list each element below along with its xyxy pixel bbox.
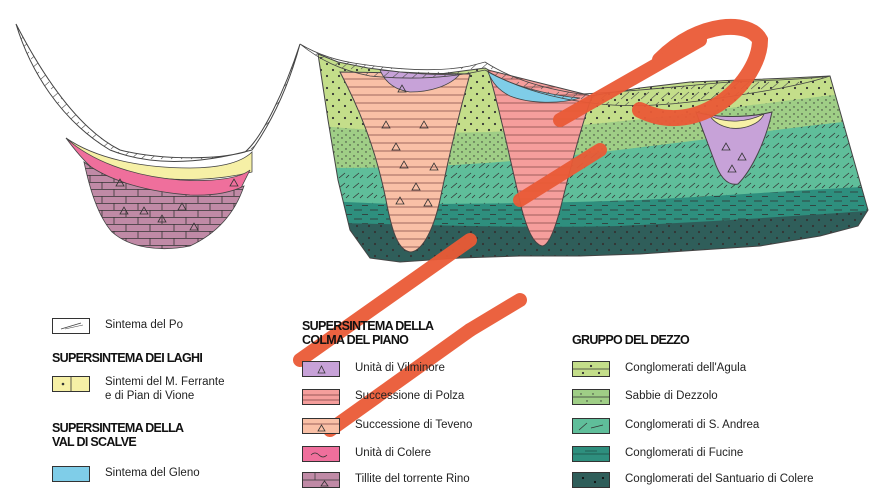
heading-scalve-2: VAL DI SCALVE — [52, 436, 136, 449]
legend-item-polza: Successione di Polza — [302, 389, 532, 407]
legend-item-po: Sintema del Po — [52, 318, 272, 336]
swatch-teveno — [302, 418, 340, 434]
label-agula: Conglomerati dell'Agula — [625, 362, 746, 375]
legend-item-vilminore: Unità di Vilminore — [302, 361, 532, 379]
legend-item-gleno: Sintema del Gleno — [52, 466, 272, 484]
label-gleno: Sintema del Gleno — [105, 467, 200, 480]
swatch-gleno — [52, 466, 90, 482]
label-rino: Tillite del torrente Rino — [355, 473, 470, 486]
legend-item-ferrante: Sintemi del M. Ferrante e di Pian di Vio… — [52, 376, 272, 408]
legend-item-dezzolo: Sabbie di Dezzolo — [572, 389, 872, 407]
label-po: Sintema del Po — [105, 319, 183, 332]
swatch-santuario — [572, 472, 610, 488]
label-santuario: Conglomerati del Santuario di Colere — [625, 473, 814, 486]
legend-item-fucine: Conglomerati di Fucine — [572, 446, 872, 464]
legend-item-andrea: Conglomerati di S. Andrea — [572, 418, 872, 436]
swatch-vilminore — [302, 361, 340, 377]
swatch-colere — [302, 446, 340, 462]
label-dezzolo: Sabbie di Dezzolo — [625, 390, 718, 403]
label-vilminore: Unità di Vilminore — [355, 362, 445, 375]
swatch-fucine — [572, 446, 610, 462]
label-polza: Successione di Polza — [355, 390, 464, 403]
legend-item-agula: Conglomerati dell'Agula — [572, 361, 872, 379]
label-andrea: Conglomerati di S. Andrea — [625, 419, 759, 432]
legend-item-rino: Tillite del torrente Rino — [302, 472, 532, 490]
swatch-po — [52, 318, 90, 334]
heading-dezzo: GRUPPO DEL DEZZO — [572, 334, 689, 347]
label-fucine: Conglomerati di Fucine — [625, 447, 743, 460]
legend-item-santuario: Conglomerati del Santuario di Colere — [572, 472, 872, 490]
swatch-dezzolo — [572, 389, 610, 405]
swatch-rino — [302, 472, 340, 488]
legend-item-teveno: Successione di Teveno — [302, 418, 532, 436]
legend-item-colere: Unità di Colere — [302, 446, 532, 464]
heading-laghi: SUPERSINTEMA DEI LAGHI — [52, 352, 202, 365]
swatch-agula — [572, 361, 610, 377]
heading-colma-1: SUPERSINTEMA DELLA — [302, 320, 433, 333]
swatch-ferrante — [52, 376, 90, 392]
label-colere: Unità di Colere — [355, 447, 431, 460]
label-ferrante-2: e di Pian di Vione — [105, 390, 194, 403]
heading-colma-2: COLMA DEL PIANO — [302, 334, 408, 347]
swatch-andrea — [572, 418, 610, 434]
left-basin — [16, 24, 300, 249]
heading-scalve-1: SUPERSINTEMA DELLA — [52, 422, 183, 435]
swatch-polza — [302, 389, 340, 405]
label-ferrante-1: Sintemi del M. Ferrante — [105, 376, 225, 389]
label-teveno: Successione di Teveno — [355, 419, 472, 432]
